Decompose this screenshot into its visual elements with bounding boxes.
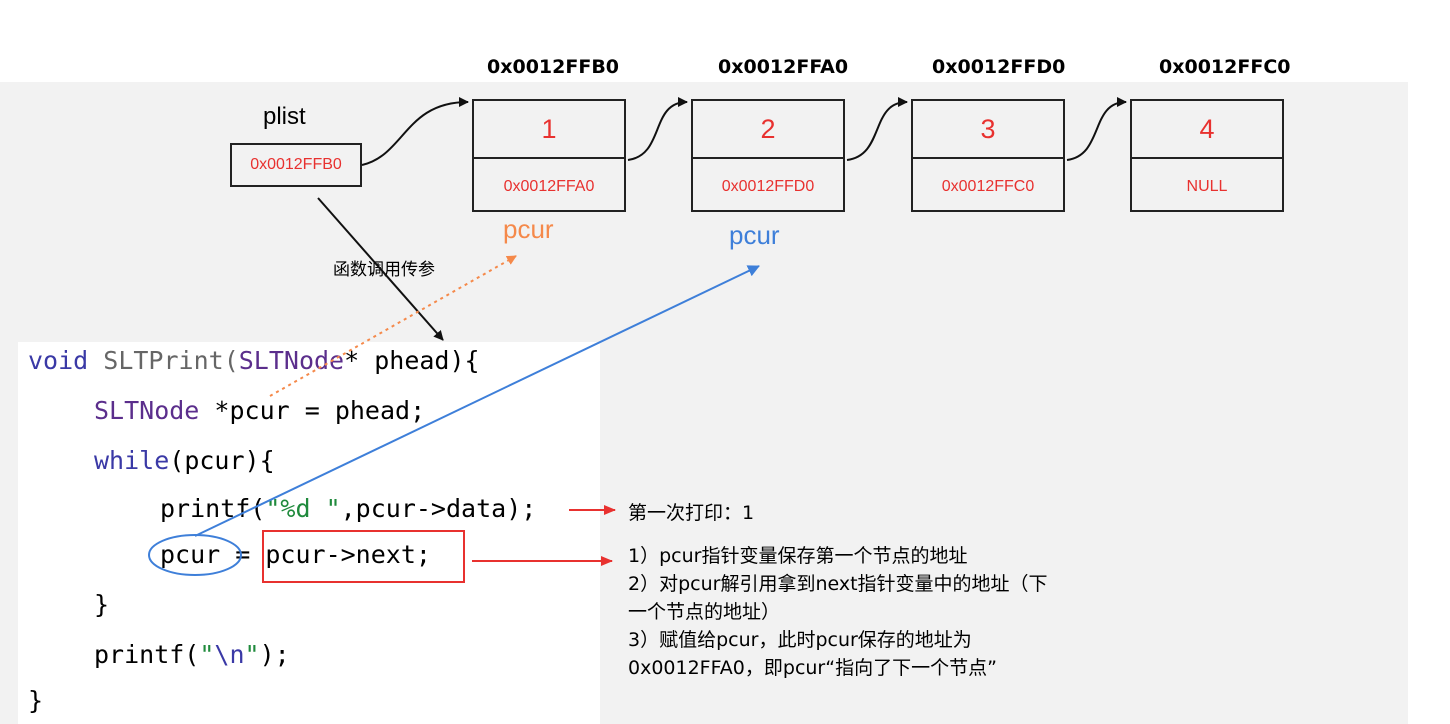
code-pcur-var: pcur [160,540,221,569]
pcur-label-first: pcur [503,214,554,244]
code-decl-rest: *pcur = phead; [199,396,426,425]
node-4-next: NULL [1186,177,1228,195]
print-note: 第一次打印：1 [628,502,755,524]
code-function-name: SLTPrint( [103,346,239,375]
node-2-next: 0x0012FFD0 [721,177,815,195]
plist-box: 0x0012FFB0 [230,143,362,187]
link-node-1-to-node-2 [627,97,688,161]
node-3-address: 0x0012FFD0 [932,56,1066,78]
link-plist-to-node-1 [361,97,469,166]
code-printf-args: ,pcur->data); [340,494,537,523]
node-2-address: 0x0012FFA0 [718,56,849,78]
node-4-data: 4 [1132,101,1282,159]
code-quote-open: " [199,640,215,669]
step-1-note: 1）pcur指针变量保存第一个节点的地址 [628,545,968,567]
node-1-next: 0x0012FFA0 [503,177,595,195]
code-keyword-void: void [28,346,89,375]
link-node-3-to-node-4 [1066,97,1127,161]
pcur-init-arrow [269,255,517,397]
node-1-data: 1 [474,101,624,159]
step-2-note: 2）对pcur解引用拿到next指针变量中的地址（下 [628,573,1048,595]
node-2-data: 2 [693,101,843,159]
step-2-note-cont: 一个节点的地址） [628,601,781,623]
next-expr-highlight-box [262,530,465,583]
code-panel [18,342,600,724]
code-line-3: while(pcur){ [94,446,275,475]
node-1-address: 0x0012FFB0 [487,56,620,78]
call-label: 函数调用传参 [333,260,435,280]
code-escape-newline: \n [214,640,245,669]
code-type-param: SLTNode [238,346,345,375]
code-line-5: pcur = pcur->next; [160,540,431,569]
code-next-expr: pcur->next; [265,540,431,569]
code-line-7: printf("\n"); [94,640,290,669]
step-3-note-cont: 0x0012FFA0，即pcur“指向了下一个节点” [628,657,997,679]
plist-title: plist [263,103,306,130]
code-line-8: } [28,686,44,715]
code-line-2: SLTNode *pcur = phead; [94,396,425,425]
code-quote-close: " [244,640,260,669]
code-printf-call: printf( [160,494,266,523]
call-arrow [317,197,444,341]
list-node-3: 3 0x0012FFC0 [911,99,1065,212]
code-while-cond: (pcur){ [169,446,275,475]
link-node-2-to-node-3 [846,97,908,161]
list-node-2: 2 0x0012FFD0 [691,99,845,212]
code-keyword-while: while [94,446,170,475]
node-3-data: 3 [913,101,1063,159]
code-line-1: void SLTPrint(SLTNode* phead){ [28,346,480,375]
code-type-decl: SLTNode [94,396,200,425]
node-3-next: 0x0012FFC0 [941,177,1035,195]
pcur-highlight-ellipse [148,534,242,576]
step-3-note: 3）赋值给pcur，此时pcur保存的地址为 [628,629,972,651]
list-node-1: 1 0x0012FFA0 [472,99,626,212]
code-printf-call-2: printf( [94,640,200,669]
code-line-6: } [94,590,110,619]
node-4-address: 0x0012FFC0 [1159,56,1291,78]
list-node-4: 4 NULL [1130,99,1284,212]
code-param-rest: * phead){ [344,346,480,375]
code-printf-close: ); [259,640,290,669]
pcur-label-second: pcur [729,220,780,250]
pcur-advance-arrow [194,265,760,537]
